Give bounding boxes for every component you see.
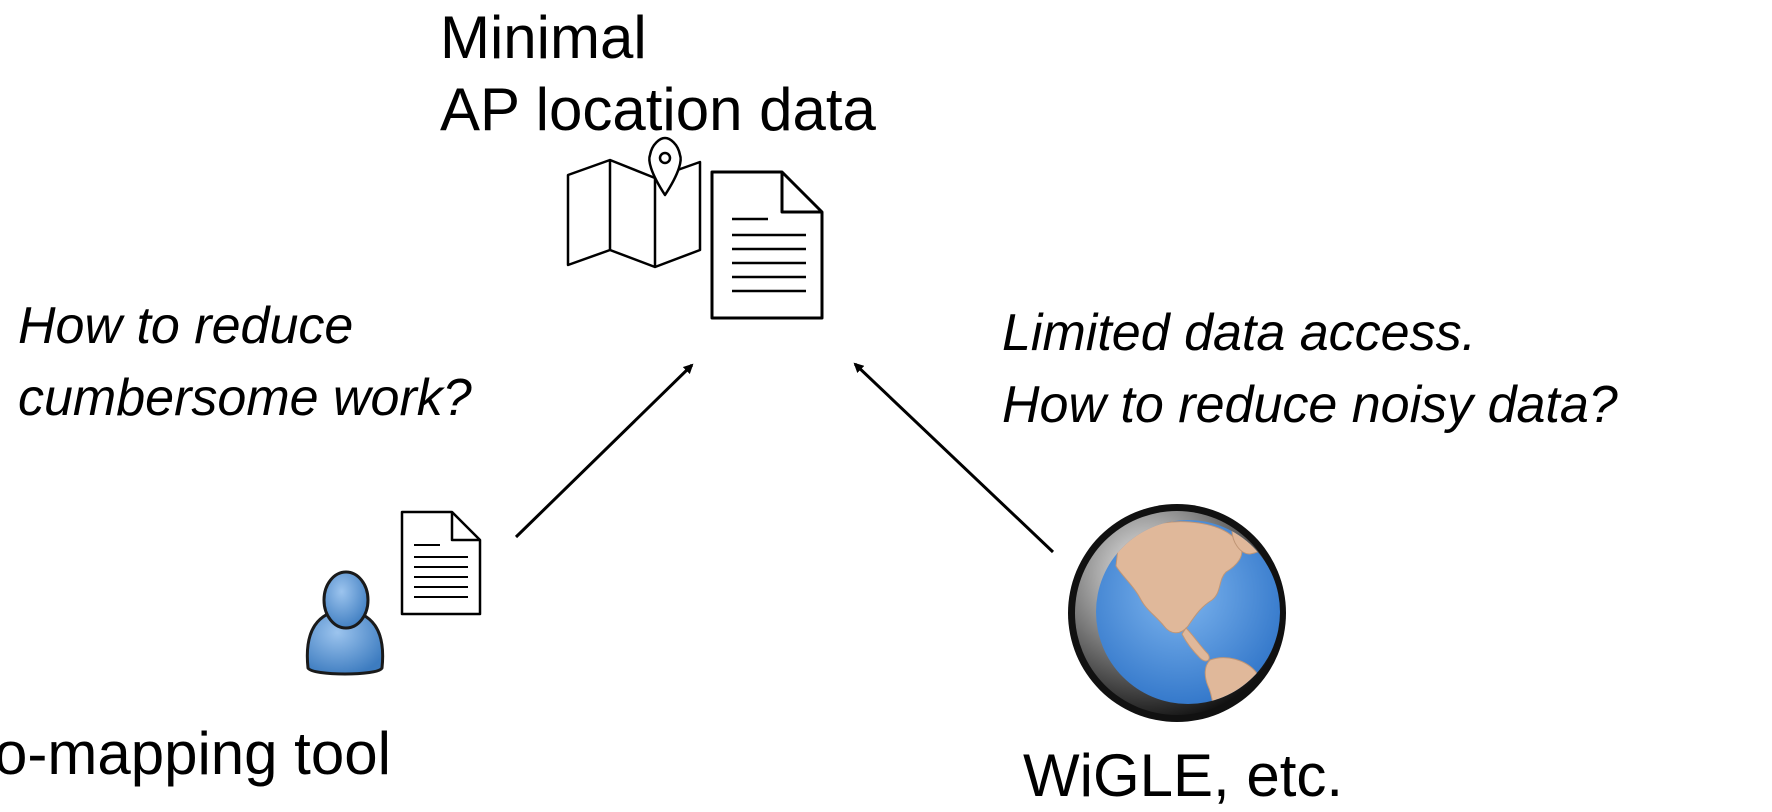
right-arrow <box>853 362 1055 554</box>
left-arrow <box>514 363 694 539</box>
left-question-line2: cumbersome work? <box>18 369 472 427</box>
target-title-line2: AP location data <box>440 76 876 143</box>
left-source-label: o-mapping tool <box>0 720 391 787</box>
map-pin-icon <box>566 136 702 269</box>
right-question-line2: How to reduce noisy data? <box>1002 376 1618 434</box>
right-source-label: WiGLE, etc. <box>1023 742 1344 809</box>
document-icon <box>710 170 824 320</box>
target-title: Minimal AP location data <box>440 2 876 146</box>
target-title-line1: Minimal <box>440 4 647 71</box>
left-question: How to reduce cumbersome work? <box>18 290 472 434</box>
right-question-line1: Limited data access. <box>1002 304 1477 362</box>
right-question: Limited data access. How to reduce noisy… <box>1002 297 1618 441</box>
small-document-icon <box>400 510 482 616</box>
person-icon <box>305 570 385 676</box>
left-question-line1: How to reduce <box>18 297 354 355</box>
globe-icon <box>1068 504 1286 722</box>
